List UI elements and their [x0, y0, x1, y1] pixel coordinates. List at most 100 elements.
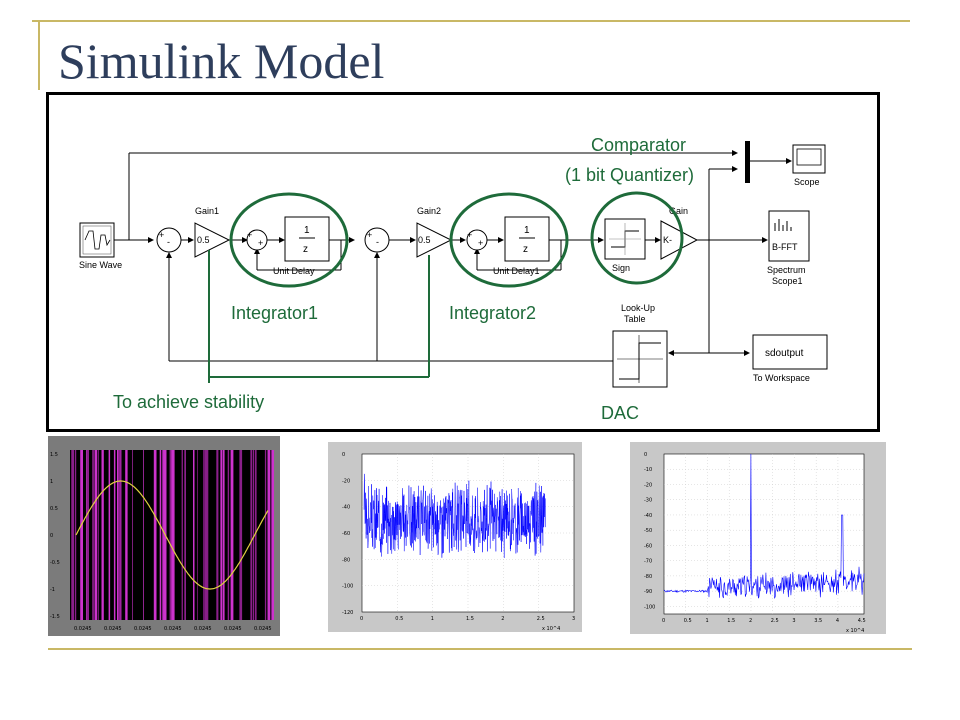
y-tick-label: 0: [50, 533, 53, 539]
stripe: [264, 450, 267, 620]
stripe: [92, 450, 94, 620]
lookup-label-line1: Look-Up: [621, 303, 655, 313]
gain1-label: Gain1: [195, 206, 219, 216]
sum3-plus: +: [367, 230, 372, 240]
stripe: [101, 450, 104, 620]
stripe: [203, 450, 204, 620]
unit-delay-num: 1: [304, 225, 310, 236]
sum4-plus-b: +: [478, 238, 483, 248]
y-tick-label: -100: [644, 604, 655, 610]
bottom-rule: [48, 648, 912, 650]
spectrum-label-line2: Scope1: [772, 276, 803, 286]
sine-trace: [75, 480, 269, 590]
to-workspace-label: To Workspace: [753, 373, 810, 383]
y-tick-label: 0.5: [50, 506, 58, 512]
x-tick-label: 0.5: [684, 618, 692, 624]
spectrum-scope-block[interactable]: B-FFT: [768, 210, 810, 262]
y-tick-label: 1: [50, 479, 53, 485]
stability-annotation: To achieve stability: [113, 392, 264, 412]
stripe: [222, 450, 225, 620]
y-tick-label: -1.5: [50, 614, 60, 620]
integrator2-annotation: Integrator2: [449, 303, 536, 323]
spectrum-label-line1: Spectrum: [767, 265, 806, 275]
stripe: [113, 450, 116, 620]
stripe: [118, 450, 121, 620]
stripe: [216, 450, 219, 620]
unit-delay1-block[interactable]: 1 z: [504, 216, 550, 262]
y-tick-label: -20: [342, 478, 350, 484]
stripe: [108, 450, 111, 620]
y-tick-label: -60: [644, 543, 652, 549]
x-tick-label: 4: [836, 618, 839, 624]
stability-connectors: [208, 250, 430, 383]
unit-delay-den: z: [303, 244, 308, 255]
bfft-label: B-FFT: [772, 242, 798, 252]
sum1-plus: +: [159, 230, 164, 240]
stripe: [204, 450, 208, 620]
stripe: [220, 450, 222, 620]
gain1-block[interactable]: 0.5: [194, 222, 231, 258]
unit-delay-block[interactable]: 1 z: [284, 216, 330, 262]
y-tick-label: 0: [342, 452, 345, 458]
stripe: [132, 450, 133, 620]
to-workspace-block[interactable]: sdoutput: [752, 334, 828, 370]
y-tick-label: -10: [644, 467, 652, 473]
sign-block[interactable]: [604, 218, 646, 260]
gain1-value: 0.5: [197, 235, 210, 245]
sine-wave-block[interactable]: [79, 222, 115, 258]
x-tick-label: 0.0245: [164, 626, 182, 632]
integrator1-annotation: Integrator1: [231, 303, 318, 323]
scope-block[interactable]: [792, 144, 826, 174]
y-tick-label: -30: [644, 498, 652, 504]
stripe: [97, 450, 99, 620]
stripe: [252, 450, 254, 620]
sum4-block[interactable]: + +: [466, 229, 488, 251]
x-tick-label: 2: [501, 616, 504, 622]
sum2-plus-b: +: [258, 238, 263, 248]
y-tick-label: -20: [644, 483, 652, 489]
y-tick-label: -50: [644, 528, 652, 534]
gain2-block[interactable]: 0.5: [416, 222, 453, 258]
gain2-label: Gain2: [417, 206, 441, 216]
stripe: [143, 450, 144, 620]
spectrum-trace: [663, 453, 865, 599]
noise-trace: [363, 473, 546, 558]
y-tick-label: -40: [644, 513, 652, 519]
stripe: [271, 450, 274, 620]
stripe: [169, 450, 171, 620]
sum1-block[interactable]: + -: [156, 227, 182, 253]
stripe: [117, 450, 119, 620]
signal-wires: [114, 150, 792, 362]
y-tick-label: -1: [50, 587, 55, 593]
sum3-block[interactable]: + -: [364, 227, 390, 253]
mux-bar[interactable]: [745, 141, 750, 183]
stripe: [159, 450, 162, 620]
y-tick-label: -0.5: [50, 560, 60, 566]
stripe: [267, 450, 271, 620]
comparator-annotation: Comparator: [591, 135, 686, 155]
gain-label: Gain: [669, 206, 688, 216]
x-tick-label: 0.0245: [254, 626, 272, 632]
x-tick-label: 3: [572, 616, 575, 622]
digital-stripes: [71, 450, 274, 620]
slide-title: Simulink Model: [58, 33, 385, 89]
x-tick-label: 1: [706, 618, 709, 624]
y-tick-label: 1.5: [50, 452, 58, 458]
stripe: [86, 450, 88, 620]
gain-block[interactable]: K-: [660, 220, 699, 260]
stripe: [71, 450, 75, 620]
x-tick-label: 0.0245: [104, 626, 122, 632]
sum2-block[interactable]: + +: [246, 229, 268, 251]
sum3-minus: -: [376, 237, 379, 247]
stripe: [197, 450, 198, 620]
stripe: [94, 450, 98, 620]
x-tick-label: 2.5: [537, 616, 545, 622]
stripe: [74, 450, 77, 620]
sum4-plus: +: [467, 230, 472, 240]
stripe: [154, 450, 157, 620]
lookup-table-block[interactable]: [612, 330, 668, 388]
stripe: [171, 450, 175, 620]
x-tick-label: 3: [792, 618, 795, 624]
